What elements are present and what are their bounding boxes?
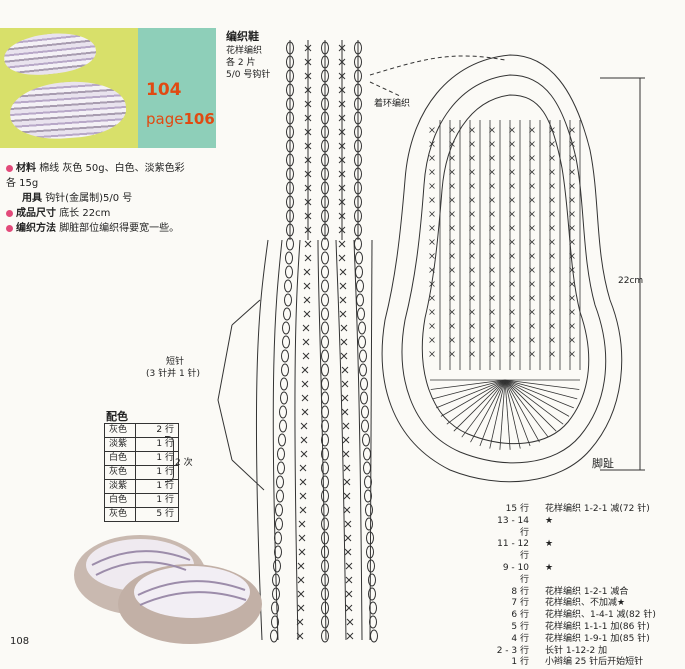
rows-cell: 1 行 bbox=[136, 480, 179, 494]
row-note: 7 行 花样编织、不加减★ bbox=[493, 598, 656, 610]
row-instruction: 花样编织 1-2-1 减(72 针) bbox=[545, 504, 650, 516]
row-note: 2 - 3 行 长针 1-12-2 加 bbox=[493, 646, 656, 658]
rows-cell: 1 行 bbox=[136, 494, 179, 508]
row-note: 1 行 小辫编 25 针后开始短针 bbox=[493, 657, 656, 669]
repeat-brace bbox=[165, 436, 174, 482]
row-instruction: 花样编织 1-1-1 加(86 针) bbox=[545, 622, 650, 634]
row-note: 6 行 花样编织、1-4-1 减(82 针) bbox=[493, 610, 656, 622]
row-notes: 15 行花样编织 1-2-1 减(72 针)13 - 14 行★11 - 12 … bbox=[493, 504, 656, 669]
color-cell: 灰色 bbox=[105, 466, 136, 480]
bottom-shoe-photo bbox=[74, 535, 262, 644]
row-instruction: 花样编织 1-2-1 减合 bbox=[545, 587, 628, 599]
repeat-count: 2 次 bbox=[175, 455, 193, 468]
color-cell: 白色 bbox=[105, 452, 136, 466]
rows-cell: 5 行 bbox=[136, 508, 179, 522]
row-instruction: ★ bbox=[545, 563, 553, 587]
color-cell: 灰色 bbox=[105, 508, 136, 522]
row-note: 15 行 花样编织 1-2-1 减(72 针) bbox=[493, 504, 656, 516]
short-rows-note2: (3 针并 1 针) bbox=[146, 366, 200, 379]
color-cell: 白色 bbox=[105, 494, 136, 508]
row-number: 9 - 10 行 bbox=[493, 563, 529, 587]
ring-note: 着环编织 bbox=[374, 96, 410, 109]
row-number: 13 - 14 行 bbox=[493, 516, 529, 540]
row-instruction: 长针 1-12-2 加 bbox=[545, 646, 607, 658]
row-number: 7 行 bbox=[493, 598, 529, 610]
page-number: 108 bbox=[10, 636, 29, 647]
row-note: 11 - 12 行 ★ bbox=[493, 539, 656, 563]
row-note: 4 行 花样编织 1-9-1 加(85 针) bbox=[493, 634, 656, 646]
row-note: 8 行 花样编织 1-2-1 减合 bbox=[493, 587, 656, 599]
row-number: 11 - 12 行 bbox=[493, 539, 529, 563]
row-number: 5 行 bbox=[493, 622, 529, 634]
dimension-line bbox=[600, 78, 645, 470]
row-number: 4 行 bbox=[493, 634, 529, 646]
color-cell: 淡紫 bbox=[105, 480, 136, 494]
row-note: 5 行 花样编织 1-1-1 加(86 针) bbox=[493, 622, 656, 634]
row-note: 13 - 14 行 ★ bbox=[493, 516, 656, 540]
row-number: 15 行 bbox=[493, 504, 529, 516]
rows-cell: 2 行 bbox=[136, 424, 179, 438]
row-number: 2 - 3 行 bbox=[493, 646, 529, 658]
row-number: 6 行 bbox=[493, 610, 529, 622]
row-instruction: ★ bbox=[545, 516, 553, 540]
row-instruction: 小辫编 25 针后开始短针 bbox=[545, 657, 643, 669]
color-scheme-title: 配色 bbox=[106, 408, 128, 424]
row-instruction: ★ bbox=[545, 539, 553, 563]
toe-label: 脚趾 bbox=[592, 455, 614, 471]
row-instruction: 花样编织 1-9-1 加(85 针) bbox=[545, 634, 650, 646]
row-instruction: 花样编织、1-4-1 减(82 针) bbox=[545, 610, 656, 622]
row-number: 8 行 bbox=[493, 587, 529, 599]
dimension-label: 22cm bbox=[618, 276, 643, 286]
color-cell: 灰色 bbox=[105, 424, 136, 438]
row-number: 1 行 bbox=[493, 657, 529, 669]
color-cell: 淡紫 bbox=[105, 438, 136, 452]
row-note: 9 - 10 行 ★ bbox=[493, 563, 656, 587]
row-instruction: 花样编织、不加减★ bbox=[545, 598, 625, 610]
